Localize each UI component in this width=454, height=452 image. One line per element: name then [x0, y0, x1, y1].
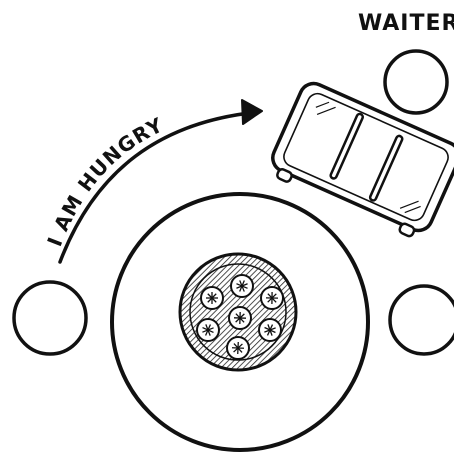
waiter-label: WAITER	[358, 11, 454, 36]
hungry-label-path: I AM HUNGRY	[42, 113, 167, 250]
topping-mark	[238, 342, 239, 354]
arrow-icon	[242, 100, 262, 124]
hungry-label: I AM HUNGRY	[42, 113, 167, 250]
guest-seat-left	[14, 282, 86, 354]
seat-right	[390, 286, 454, 354]
waiter-seat	[385, 51, 447, 113]
pizza-icon	[180, 254, 296, 370]
